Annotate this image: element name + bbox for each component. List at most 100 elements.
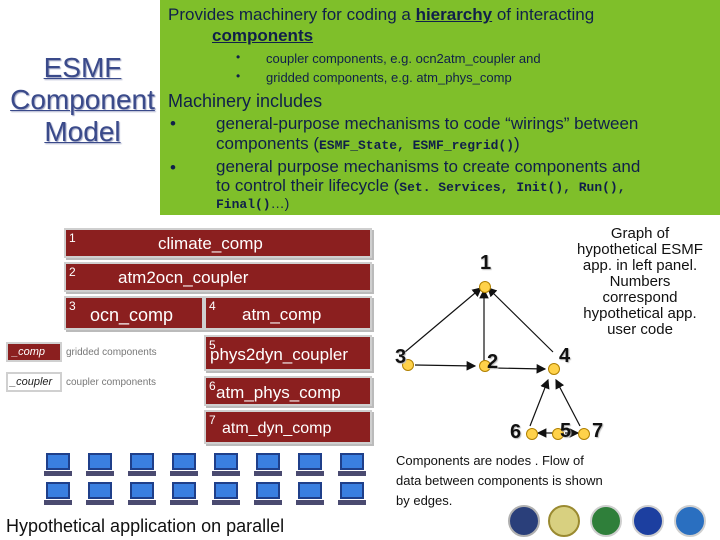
graph-caption: Graph of hypothetical ESMF app. in left … <box>555 226 720 338</box>
legend-chip-coupler: _coupler <box>6 372 62 392</box>
sub-bullet-1: coupler components, e.g. ocn2atm_coupler… <box>266 51 541 66</box>
intro-line-2: components <box>212 26 314 45</box>
intro-text-end: of interacting <box>492 5 595 24</box>
sub-bullet-2: gridded components, e.g. atm_phys_comp <box>266 70 512 85</box>
computer-icon <box>254 453 282 477</box>
graph-node-label-2: 2 <box>487 351 499 373</box>
component-number: 7 <box>209 413 216 427</box>
nasa-logo-icon <box>632 505 664 537</box>
computer-icon <box>254 482 282 506</box>
component-box-6: 6 atm_phys_comp <box>204 376 372 406</box>
graph-node-label-4: 4 <box>559 345 571 367</box>
graph-caption-line: hypothetical ESMF <box>577 241 703 258</box>
graph-caption-line: hypothetical app. <box>583 305 697 322</box>
hierarchy-word: hierarchy <box>415 5 493 24</box>
bottom-caption: Hypothetical application on parallel <box>6 516 285 536</box>
computer-icon <box>170 482 198 506</box>
computer-icon <box>170 453 198 477</box>
component-number: 3 <box>69 299 76 313</box>
component-box-3: 3 ocn_comp <box>64 296 204 330</box>
machinery-heading: Machinery includes <box>168 91 323 111</box>
computer-icon <box>44 482 72 506</box>
computer-icon <box>212 482 240 506</box>
component-box-4: 4 atm_comp <box>204 296 372 330</box>
bullet-2-marker: • <box>170 158 176 177</box>
component-label: climate_comp <box>158 234 263 253</box>
edge-6-to-4 <box>529 378 550 427</box>
bullet-2-line-1: general purpose mechanisms to create com… <box>216 157 641 176</box>
graph-node-label-6: 6 <box>510 421 522 443</box>
graph-node-label-1: 1 <box>480 252 492 274</box>
bullet-2-code: Set. Services, Init(), Run(), <box>399 180 626 195</box>
title-line-1: ESMF <box>43 52 122 83</box>
component-box-2: 2 atm2ocn_coupler <box>64 262 372 292</box>
computer-icon <box>86 482 114 506</box>
component-box-5: 5 phys2dyn_coupler <box>204 335 372 371</box>
description-panel: Provides machinery for coding a hierarch… <box>160 0 720 215</box>
sub-bullet-2-marker: • <box>236 69 241 83</box>
bullet-1-code: ESMF_State, ESMF_regrid() <box>319 138 515 153</box>
graph-node-3 <box>402 359 414 371</box>
legend-chip-comp: _comp <box>6 342 62 362</box>
bullet-1-close: ) <box>514 134 520 153</box>
computer-icon <box>128 482 156 506</box>
component-number: 5 <box>209 338 216 352</box>
graph-note-line: data between components is shown <box>396 473 603 488</box>
title-line-2: Component <box>10 84 155 115</box>
graph-node-2 <box>479 360 491 372</box>
edge-2-to-4 <box>493 364 547 374</box>
computer-icon <box>128 453 156 477</box>
graph-caption-line: user code <box>607 321 673 338</box>
graph-node-label-7: 7 <box>592 420 604 442</box>
computer-icon <box>86 453 114 477</box>
noaa-logo-icon <box>674 505 706 537</box>
graph-node-5 <box>552 428 564 440</box>
computer-icon <box>338 453 366 477</box>
graph-node-label-3: 3 <box>395 346 407 368</box>
computer-icon <box>338 482 366 506</box>
component-number: 4 <box>209 299 216 313</box>
agency-seal-icon <box>508 505 540 537</box>
component-label: atm2ocn_coupler <box>118 268 249 287</box>
component-number: 1 <box>69 231 76 245</box>
intro-text: Provides machinery for coding a <box>168 5 416 24</box>
bullet-1-line-2: components (ESMF_State, ESMF_regrid()) <box>216 134 520 154</box>
graph-node-7 <box>578 428 590 440</box>
environment-seal-icon <box>590 505 622 537</box>
graph-node-4 <box>548 363 560 375</box>
graph-note-line: Components are nodes . Flow of <box>396 453 584 468</box>
bullet-2-text: to control their lifecycle ( <box>216 176 400 195</box>
graph-node-1 <box>479 281 491 293</box>
legend-text-coupler: coupler components <box>66 377 157 388</box>
component-label: phys2dyn_coupler <box>210 345 348 364</box>
sub-bullet-1-marker: • <box>236 50 241 64</box>
component-number: 2 <box>69 265 76 279</box>
graph-caption-line: Graph of <box>610 225 670 242</box>
bullet-2-final-code: Final() <box>216 197 271 212</box>
graph-note-line: by edges. <box>396 493 453 508</box>
component-label: atm_comp <box>242 305 322 324</box>
bullet-1-line-1: general-purpose mechanisms to code “wiri… <box>216 114 639 133</box>
legend-chip-label: _comp <box>12 346 46 358</box>
computer-icon <box>296 482 324 506</box>
legend-chip-label: _coupler <box>10 376 53 388</box>
legend-text-comp: gridded components <box>66 347 157 358</box>
graph-node-6 <box>526 428 538 440</box>
bullet-1-text: components ( <box>216 134 319 153</box>
component-label: atm_dyn_comp <box>222 420 332 437</box>
computer-icon <box>44 453 72 477</box>
bullet-2-line-2: to control their lifecycle (Set. Service… <box>216 176 626 196</box>
intro-line-1: Provides machinery for coding a hierarch… <box>168 5 594 25</box>
graph-caption-line: Numbers <box>609 273 671 290</box>
component-label: ocn_comp <box>90 305 174 325</box>
edge-7-to-4 <box>555 378 581 427</box>
edge-3-to-1 <box>404 287 482 353</box>
component-number: 6 <box>209 379 216 393</box>
edge-3-to-2 <box>414 361 477 371</box>
bullet-2-line-3: Final()…) <box>216 195 289 212</box>
graph-note: Components are nodes . Flow of data betw… <box>396 451 716 511</box>
graph-caption-line: app. in left panel. <box>582 257 698 274</box>
component-box-1: 1 climate_comp <box>64 228 372 258</box>
computer-icon <box>212 453 240 477</box>
